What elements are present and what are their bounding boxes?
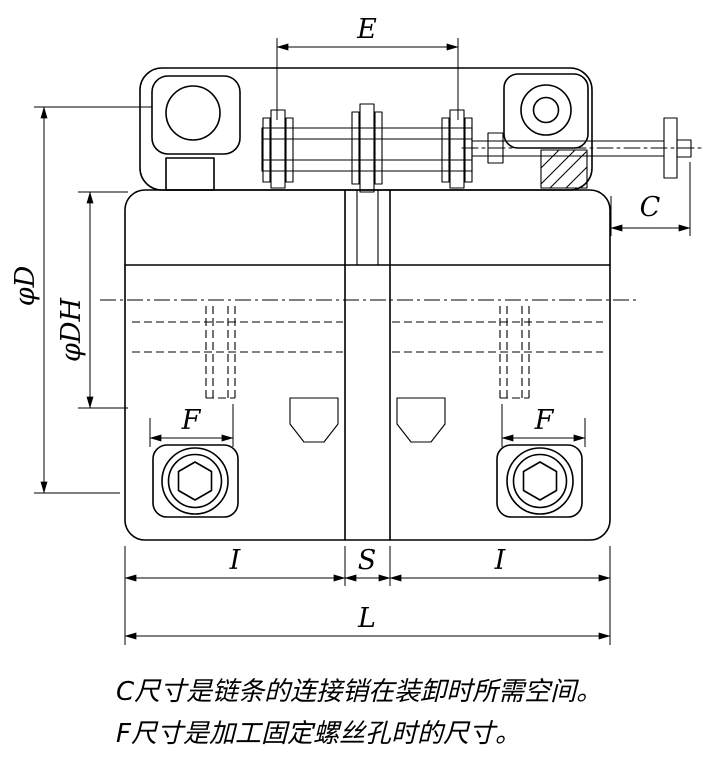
dim-label-s: S xyxy=(358,545,377,576)
socket-bolt-left xyxy=(152,444,239,518)
connecting-pin xyxy=(461,117,705,179)
dim-label-c: C xyxy=(640,192,661,223)
note-c-dimension: C尺寸是链条的连接销在装卸时所需空间。 xyxy=(116,677,602,707)
dim-label-phid: φD xyxy=(10,265,41,306)
dimension-e xyxy=(276,38,459,120)
socket-bolt-right xyxy=(496,444,583,518)
dimension-c xyxy=(610,162,691,236)
dim-label-e: E xyxy=(356,14,377,45)
top-cover xyxy=(139,67,593,191)
chain-assembly xyxy=(261,103,473,193)
coupling-body xyxy=(124,189,611,541)
dimension-isi xyxy=(124,546,611,645)
dim-label-phidh: φDH xyxy=(56,298,87,363)
dimension-f-left xyxy=(149,404,234,447)
dim-label-i-right: I xyxy=(494,545,507,576)
hidden-lines xyxy=(132,306,603,399)
dim-label-l: L xyxy=(357,603,376,634)
note-f-dimension: F尺寸是加工固定螺丝孔时的尺寸。 xyxy=(116,719,521,749)
dimension-phid xyxy=(34,106,152,494)
dim-label-f-right: F xyxy=(534,405,555,436)
dimension-phidh xyxy=(78,191,128,409)
dim-label-f-left: F xyxy=(181,405,202,436)
dim-label-i-left: I xyxy=(229,545,242,576)
dimension-f-right xyxy=(501,404,586,447)
